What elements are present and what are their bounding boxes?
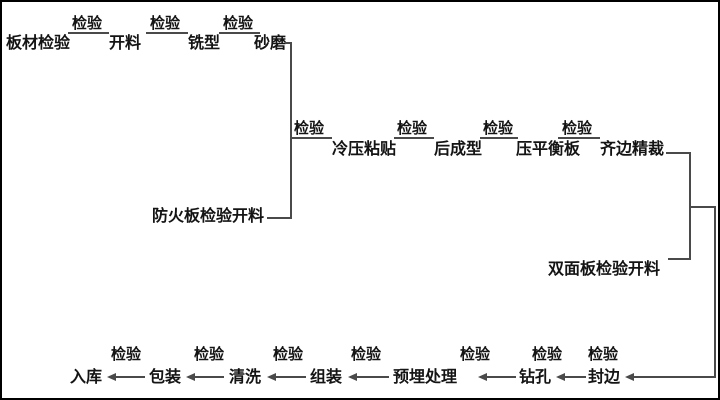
- connector-stub-trimming: [666, 152, 691, 154]
- inspection-label: 检验: [588, 345, 619, 363]
- arrowhead-left-icon: [186, 373, 195, 381]
- connector-vertical-left: [290, 42, 292, 219]
- feeder-double-sided-board: 双面板检验开料: [548, 259, 661, 278]
- step-sanding: 砂磨: [254, 33, 287, 52]
- arrowhead-left-icon: [625, 373, 634, 381]
- inspection-label: 检验: [483, 119, 514, 137]
- step-cleaning: 清洗: [229, 367, 262, 386]
- connector-top-2: [146, 32, 188, 34]
- inspection-label: 检验: [273, 345, 304, 363]
- connector-stub-double-sided: [668, 258, 691, 260]
- step-milling: 铣型: [188, 33, 221, 52]
- step-packaging: 包装: [149, 367, 182, 386]
- connector-mid-3: [480, 137, 518, 139]
- connector-bottom-3: [275, 376, 306, 378]
- connector-bottom-4: [356, 376, 389, 378]
- connector-branch-right: [689, 206, 716, 208]
- connector-mid-4: [558, 137, 600, 139]
- inspection-label: 检验: [460, 345, 491, 363]
- step-balance-board-pressing: 压平衡板: [516, 139, 581, 158]
- arrowhead-left-icon: [348, 373, 357, 381]
- step-edge-trimming: 齐边精裁: [600, 139, 665, 158]
- connector-mid-1: [290, 137, 332, 139]
- arrowhead-left-icon: [478, 373, 487, 381]
- connector-bottom-7: [633, 376, 716, 378]
- connector-bottom-6: [564, 376, 586, 378]
- inspection-label: 检验: [72, 14, 103, 32]
- connector-bottom-2: [194, 376, 224, 378]
- connector-bottom-1: [115, 376, 145, 378]
- step-board-material-inspection: 板材检验: [6, 33, 71, 52]
- arrowhead-left-icon: [107, 373, 116, 381]
- inspection-label: 检验: [532, 345, 563, 363]
- connector-stub-sanding: [285, 42, 292, 44]
- connector-top-1: [68, 32, 109, 34]
- connector-vertical-right-outer: [714, 206, 716, 378]
- inspection-label: 检验: [294, 119, 325, 137]
- feeder-fireproof-board: 防火板检验开料: [152, 206, 265, 225]
- arrowhead-left-icon: [556, 373, 565, 381]
- step-drilling: 钻孔: [519, 367, 552, 386]
- step-cutting: 开料: [109, 33, 142, 52]
- step-cold-press-laminating: 冷压粘贴: [332, 139, 397, 158]
- inspection-label: 检验: [397, 119, 428, 137]
- inspection-label: 检验: [150, 14, 181, 32]
- step-assembly: 组装: [310, 367, 343, 386]
- inspection-label: 检验: [194, 345, 225, 363]
- inspection-label: 检验: [223, 14, 254, 32]
- arrowhead-left-icon: [267, 373, 276, 381]
- connector-stub-fireproof: [267, 217, 292, 219]
- inspection-label: 检验: [562, 119, 593, 137]
- step-post-forming: 后成型: [434, 139, 483, 158]
- step-pre-embed-treatment: 预埋处理: [393, 367, 458, 386]
- step-warehousing: 入库: [70, 367, 103, 386]
- connector-top-3: [219, 32, 260, 34]
- connector-mid-2: [394, 137, 434, 139]
- connector-bottom-5: [486, 376, 516, 378]
- inspection-label: 检验: [351, 345, 382, 363]
- inspection-label: 检验: [111, 345, 142, 363]
- step-edge-sealing: 封边: [588, 367, 621, 386]
